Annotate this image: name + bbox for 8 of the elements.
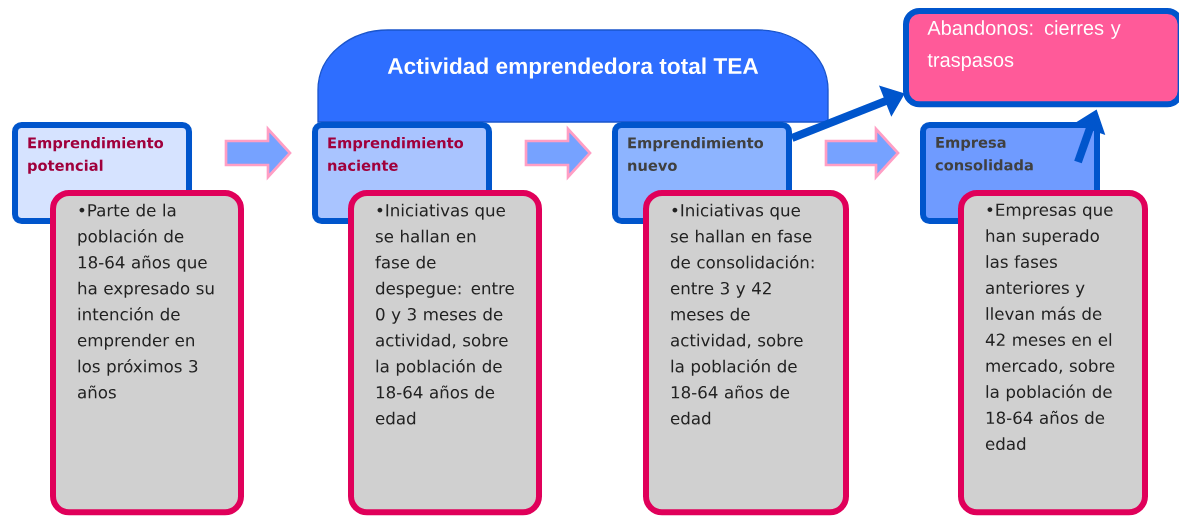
block-arrow [524, 125, 592, 181]
outcome-box: Abandonos: cierres y traspasos [903, 8, 1179, 108]
description-box: •Iniciativas que se hallan en fase de despegue: entre 0 y 3 meses de actividad, sobre la población de 18-64 años de edad [348, 190, 542, 516]
description-box: •Iniciativas que se hallan en fase de consolidación: entre 3 y 42 meses de actividad, sobre la población de 18-64 años de edad [643, 190, 849, 516]
block-arrow [824, 125, 900, 181]
description-box: •Empresas que han superado las fases anteriores y llevan más de 42 meses en el mercado, sobre la población de 18-64 años de edad [958, 190, 1148, 516]
description-box: •Parte de la población de 18-64 años que ha expresado su intención de emprender en los próximos 3 años [50, 190, 244, 516]
block-arrow [224, 125, 292, 181]
